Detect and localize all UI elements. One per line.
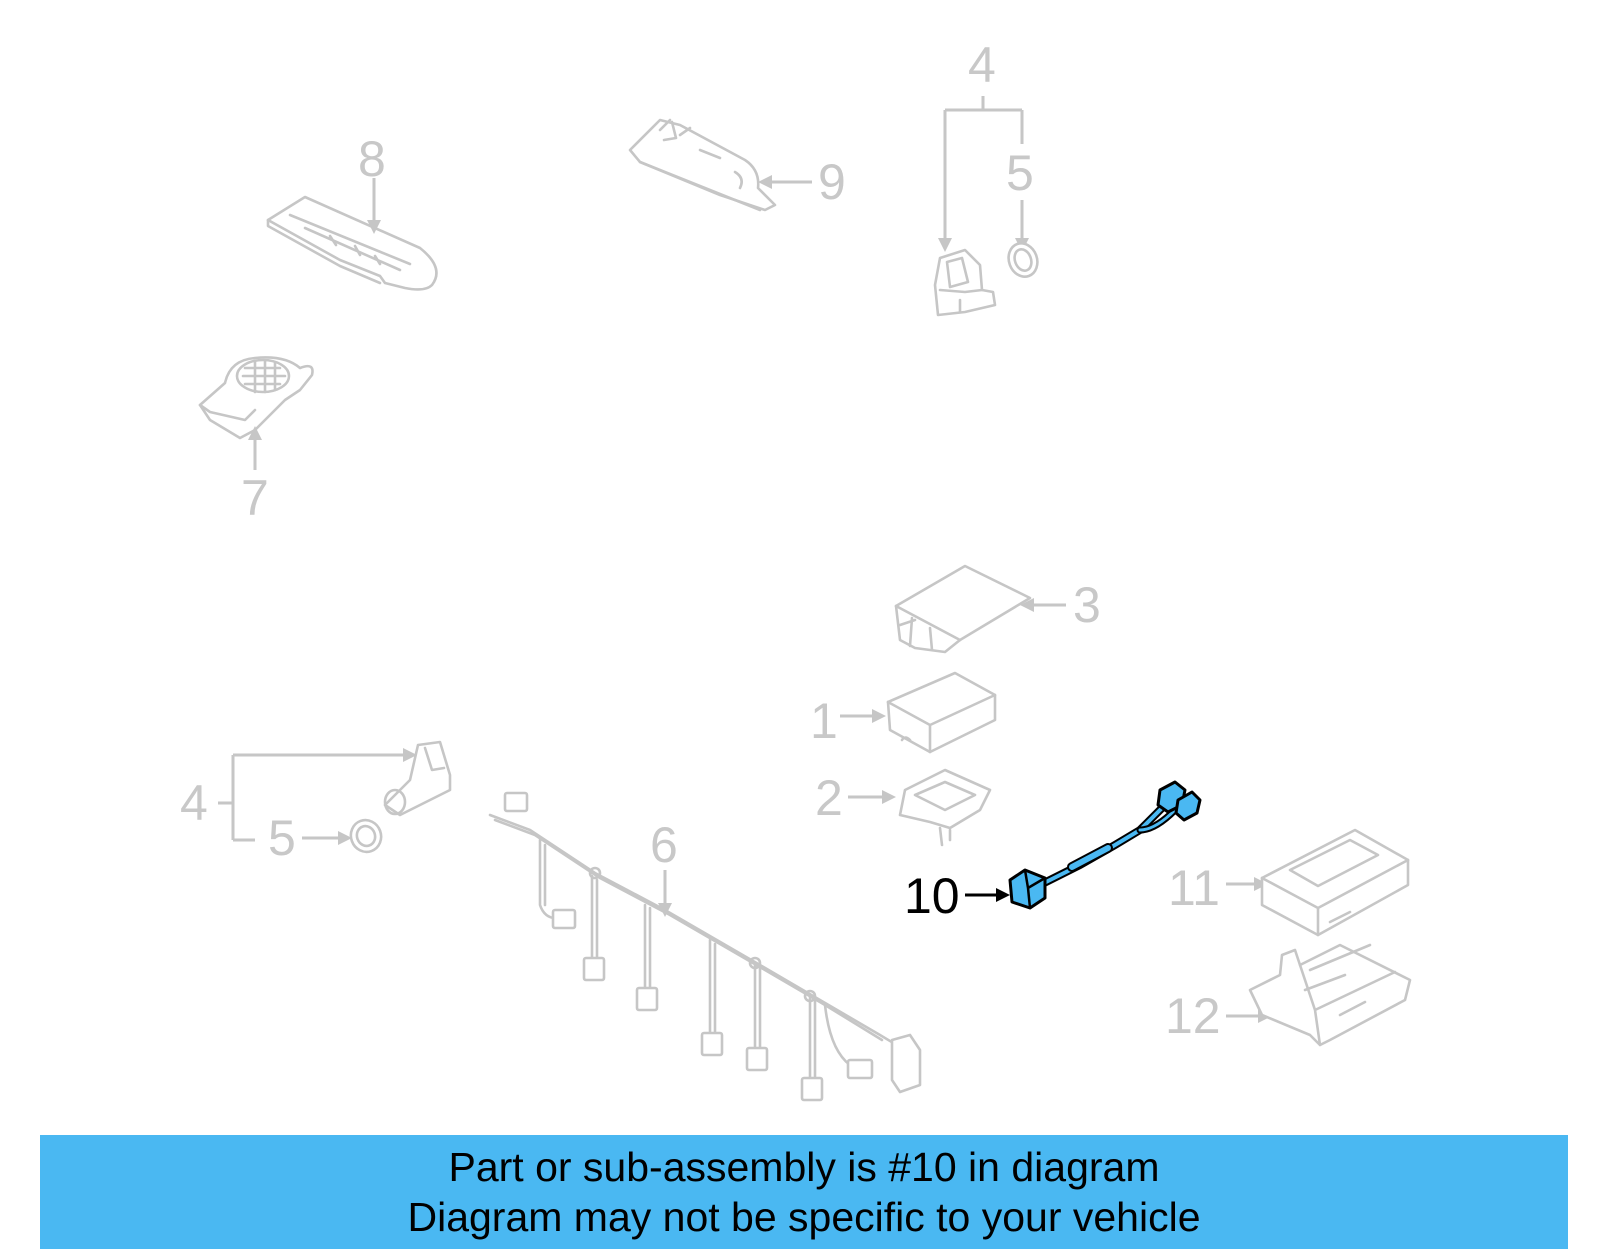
leader-4-top-arrow bbox=[938, 238, 952, 252]
leader-4-5-left-bracket bbox=[218, 753, 405, 842]
part-1-control-unit bbox=[886, 671, 997, 754]
leader-7-arrow bbox=[248, 426, 262, 440]
part-5-ring-top bbox=[1007, 242, 1039, 278]
leader-4-left-arrow bbox=[403, 748, 417, 762]
part-8-trim-panel bbox=[266, 195, 438, 291]
exploded-parts-diagram: 8 9 4 5 7 3 1 2 bbox=[180, 37, 1412, 1102]
leader-9-arrow bbox=[758, 175, 772, 189]
callout-12: 12 bbox=[1165, 988, 1221, 1044]
leader-3-arrow bbox=[1020, 598, 1034, 612]
part-2-bracket bbox=[898, 768, 992, 847]
part-11-nav-box bbox=[1260, 828, 1410, 937]
callout-4-left: 4 bbox=[180, 775, 208, 831]
part-7-speaker bbox=[198, 356, 314, 440]
callout-9: 9 bbox=[818, 154, 846, 210]
part-4-sensor-left bbox=[383, 740, 452, 817]
callout-7: 7 bbox=[241, 470, 269, 526]
callout-8: 8 bbox=[358, 131, 386, 187]
leader-1-arrow bbox=[872, 709, 886, 723]
callout-3: 3 bbox=[1073, 577, 1101, 633]
leader-8-arrow bbox=[367, 220, 381, 234]
callout-5-left: 5 bbox=[268, 810, 296, 866]
leader-10-arrow bbox=[996, 888, 1010, 902]
callout-4-top: 4 bbox=[968, 37, 996, 93]
leader-5-left-arrow bbox=[338, 831, 352, 845]
callout-1: 1 bbox=[810, 693, 838, 749]
part-12-mount-bracket bbox=[1248, 943, 1412, 1047]
callout-10: 10 bbox=[904, 868, 960, 924]
callout-2: 2 bbox=[815, 770, 843, 826]
part-4-sensor-top bbox=[933, 248, 997, 317]
banner-line-disclaimer: Diagram may not be specific to your vehi… bbox=[407, 1194, 1201, 1240]
part-5-ring-left bbox=[349, 818, 383, 854]
part-6-wiring-harness bbox=[488, 791, 922, 1102]
part-3-module bbox=[894, 564, 1032, 654]
banner-line-part-number: Part or sub-assembly is #10 in diagram bbox=[448, 1144, 1160, 1190]
callout-5-top: 5 bbox=[1006, 145, 1034, 201]
part-9-housing bbox=[628, 118, 777, 212]
leader-4-5-top-bracket bbox=[943, 96, 1024, 240]
part-10-cable-adapter bbox=[1008, 780, 1202, 910]
leader-2-arrow bbox=[882, 790, 896, 804]
callout-11: 11 bbox=[1168, 860, 1220, 916]
callout-6: 6 bbox=[650, 817, 678, 873]
info-banner: Part or sub-assembly is #10 in diagram D… bbox=[40, 1135, 1568, 1249]
